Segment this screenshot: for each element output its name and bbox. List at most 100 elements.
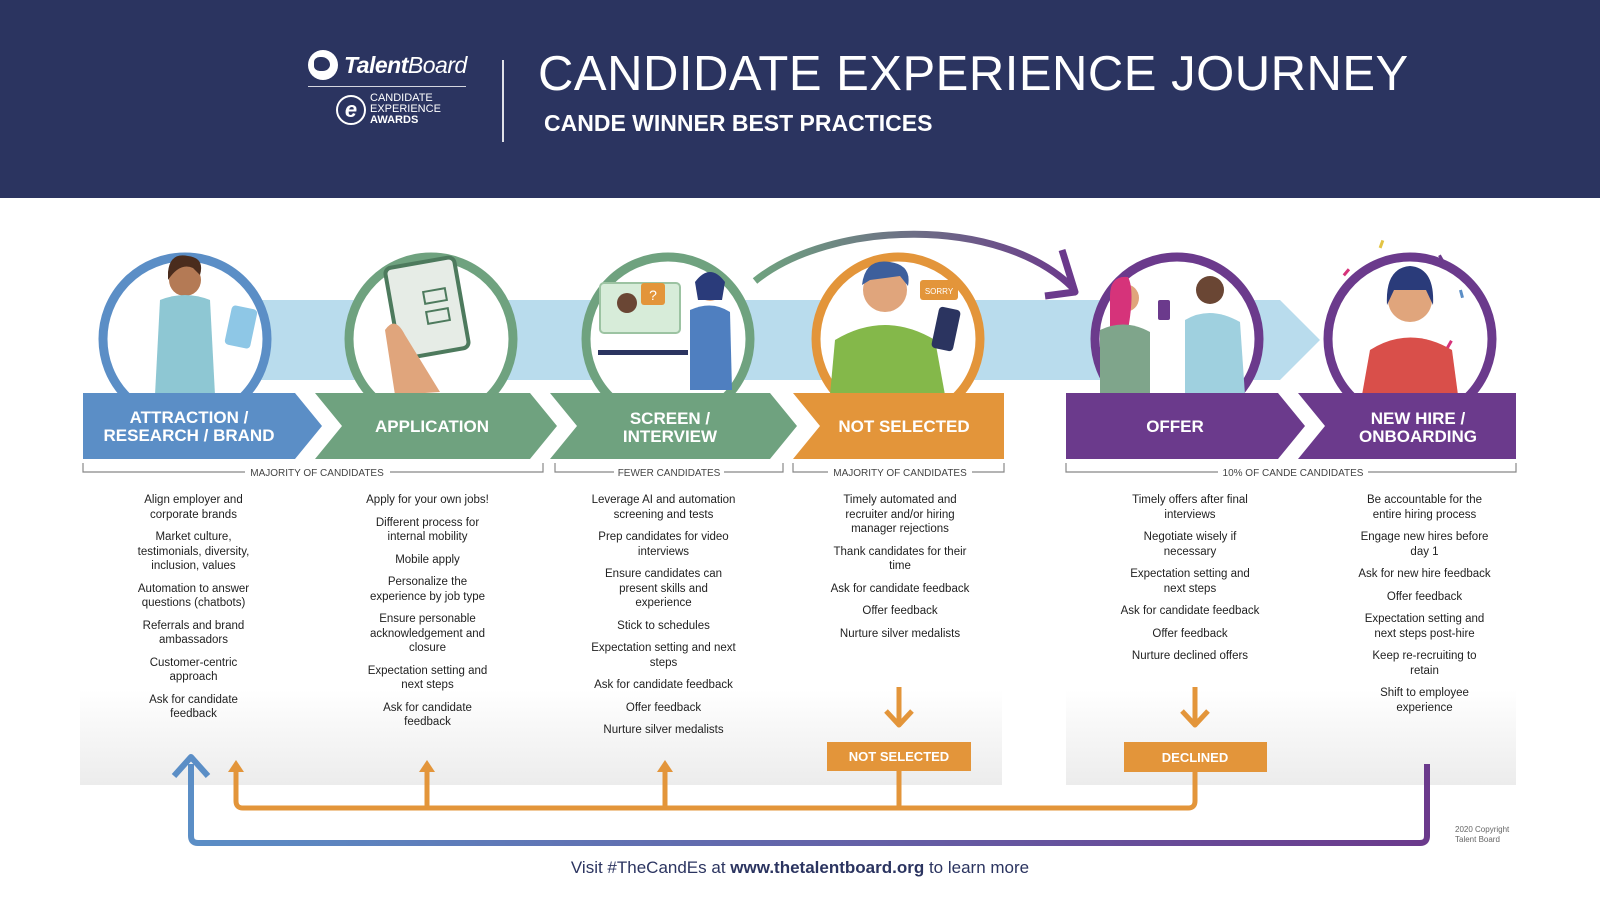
list-item: Ask for candidate feedback: [383, 701, 472, 729]
list-item: Customer-centric approach: [149, 656, 238, 684]
offer-illustration: [1090, 252, 1264, 426]
list-item: Offer feedback: [1386, 590, 1463, 603]
awards-text: CANDIDATE EXPERIENCE AWARDS: [370, 93, 441, 126]
list-item: Ask for candidate feedback: [1120, 605, 1260, 617]
stage-not-selected-label: NOT SELECTED: [838, 417, 969, 436]
stage-screen-label-1: SCREEN /: [630, 409, 711, 428]
copyright-line-1: 2020 Copyright: [1455, 825, 1510, 834]
col-screen-interview: Leverage AI and automation screening and…: [590, 493, 737, 746]
group-label-ten-percent: 10% OF CANDE CANDIDATES: [1223, 468, 1364, 479]
list-item: Prep candidates for video interviews: [598, 531, 729, 558]
list-item: Automation to answer questions (chatbots…: [137, 582, 250, 610]
journey-diagram: ? SORRY ATTRACTION /: [80, 230, 1517, 846]
group-label-fewer: FEWER CANDIDATES: [618, 468, 721, 479]
col-attraction: Align employer and corporate brands Mark…: [126, 493, 261, 730]
stage-new-hire-label-1: NEW HIRE /: [1371, 409, 1466, 428]
list-item: Nurture silver medalists: [603, 724, 724, 736]
col-not-selected: Timely automated and recruiter and/or hi…: [830, 493, 970, 649]
list-item: Ask for candidate feedback: [830, 582, 970, 595]
list-item: Offer feedback: [862, 605, 938, 617]
list-item: Apply for your own jobs!: [366, 494, 489, 506]
list-item: Thank candidates for their time: [833, 545, 967, 573]
col-new-hire: Be accountable for the entire hiring pro…: [1357, 493, 1492, 723]
copyright: 2020 Copyright Talent Board: [1455, 825, 1509, 845]
list-item: Engage new hires before day 1: [1360, 531, 1489, 558]
down-arrows: [884, 687, 1210, 728]
stage-attraction-label-2: RESEARCH / BRAND: [104, 426, 275, 445]
list-item: Market culture, testimonials, diversity,…: [137, 531, 250, 572]
logo-text: TalentBoard: [344, 52, 467, 79]
declined-box: [1124, 742, 1267, 772]
list-item: Stick to schedules: [617, 619, 710, 632]
outer-return-loop: [188, 764, 1430, 846]
list-item: Nurture silver medalists: [839, 627, 961, 640]
col-offer: Timely offers after final interviews Neg…: [1120, 493, 1260, 672]
list-item: Expectation setting and next steps post-…: [1364, 613, 1485, 640]
stage-application[interactable]: [315, 393, 557, 459]
new-hire-illustration: [1323, 239, 1497, 426]
logo-brand-2: Board: [407, 51, 467, 78]
list-item: Be accountable for the entire hiring pro…: [1366, 494, 1483, 521]
group-label-majority-1: MAJORITY OF CANDIDATES: [250, 468, 384, 479]
footer-cta: Visit #TheCandEs at www.thetalentboard.o…: [0, 858, 1600, 878]
logo-brand-1: Talent: [344, 51, 408, 78]
stage-attraction[interactable]: [83, 393, 322, 459]
list-item: Timely offers after final interviews: [1132, 494, 1248, 521]
list-item: Nurture declined offers: [1131, 650, 1249, 662]
stage-not-selected[interactable]: [793, 393, 1004, 459]
attraction-illustration: [98, 252, 272, 426]
talent-board-logo[interactable]: TalentBoard e CANDIDATE EXPERIENCE AWARD…: [308, 50, 468, 126]
globe-icon: [308, 50, 338, 80]
page-subtitle: CANDE WINNER BEST PRACTICES: [544, 110, 933, 136]
stage-attraction-label-1: ATTRACTION /: [130, 408, 249, 427]
sorry-bubble: SORRY: [925, 287, 954, 296]
outer-loop-arrowhead: [171, 754, 211, 779]
stage-screen-label-2: INTERVIEW: [623, 427, 718, 446]
logo-divider: [308, 86, 466, 87]
list-item: Keep re-recruiting to retain: [1372, 650, 1477, 677]
orange-return-loop: [233, 768, 1198, 811]
stage-screen-interview[interactable]: [550, 393, 797, 459]
col-application: Apply for your own jobs! Different proce…: [360, 493, 495, 738]
stage-new-hire[interactable]: [1298, 393, 1516, 459]
list-item: Align employer and corporate brands: [144, 494, 243, 521]
talent-board-wordmark: TalentBoard: [308, 50, 468, 80]
list-item: Expectation setting and next steps: [1130, 568, 1250, 595]
screen-interview-illustration: ?: [581, 252, 755, 426]
footer-link[interactable]: www.thetalentboard.org: [730, 858, 925, 877]
list-item: Personalize the experience by job type: [369, 576, 486, 603]
list-item: Shift to employee experience: [1380, 687, 1469, 714]
list-item: Mobile apply: [395, 553, 460, 566]
stage-offer-label: OFFER: [1146, 417, 1204, 436]
list-item: Timely automated and recruiter and/or hi…: [843, 494, 957, 535]
not-selected-box: [827, 742, 971, 771]
footer-text-pre: Visit #TheCandEs at: [570, 858, 731, 877]
list-item: Ask for candidate feedback: [594, 679, 733, 691]
cande-e-icon: e: [336, 94, 366, 125]
stage-application-label: APPLICATION: [375, 417, 489, 436]
not-selected-box-label: NOT SELECTED: [849, 749, 949, 764]
footer-text-post: to learn more: [924, 858, 1030, 877]
list-item: Ensure candidates can present skills and…: [605, 568, 722, 609]
list-item: Expectation setting and next steps: [367, 664, 488, 692]
group-brackets: [82, 463, 1517, 473]
list-item: Leverage AI and automation screening and…: [591, 494, 736, 521]
list-item: Offer feedback: [1152, 627, 1228, 640]
header-banner: TalentBoard e CANDIDATE EXPERIENCE AWARD…: [0, 0, 1600, 198]
awards-line-2: EXPERIENCE: [370, 103, 441, 115]
list-item: Expectation setting and next steps: [591, 642, 736, 669]
stage-offer[interactable]: [1066, 393, 1305, 459]
svg-text:?: ?: [649, 287, 657, 303]
group-label-majority-2: MAJORITY OF CANDIDATES: [833, 468, 967, 479]
list-item: Ask for candidate feedback: [149, 693, 238, 721]
cande-awards-logo: e CANDIDATE EXPERIENCE AWARDS: [336, 93, 468, 126]
header-divider: [502, 60, 504, 142]
list-item: Negotiate wisely if necessary: [1143, 531, 1237, 558]
list-item: Referrals and brand ambassadors: [142, 619, 245, 647]
copyright-line-2: Talent Board: [1455, 835, 1500, 844]
skip-arc-arrowhead: [1044, 248, 1079, 300]
declined-box-label: DECLINED: [1162, 750, 1228, 765]
list-item: Different process for internal mobility: [375, 516, 480, 544]
awards-line-3: AWARDS: [370, 114, 419, 126]
orange-arrowheads: [228, 760, 673, 772]
